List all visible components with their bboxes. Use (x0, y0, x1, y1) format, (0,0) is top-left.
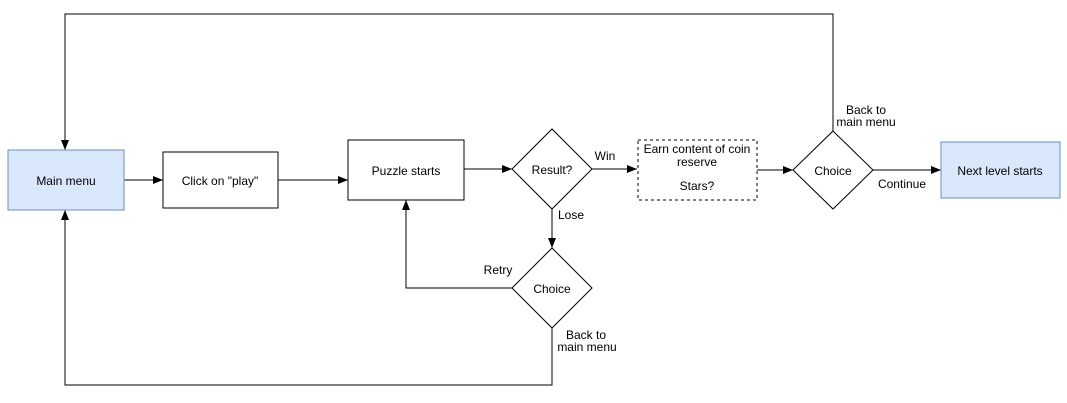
click-play-node (162, 151, 279, 209)
puzzle-starts-label: Puzzle starts (372, 164, 441, 178)
result-decision-label: Result? (532, 163, 573, 177)
choice-lose-decision-label: Choice (533, 282, 571, 296)
earn-reward-question-label: Stars? (680, 179, 715, 193)
main-menu-label: Main menu (36, 174, 95, 188)
back-to-main-top-label-line1: Back to (846, 103, 886, 117)
next-level-node (940, 141, 1061, 199)
click-play-label: Click on "play" (182, 174, 259, 188)
choice-lose-decision-node (511, 247, 593, 329)
back-to-main-bottom-label-line2: main menu (557, 340, 616, 354)
edge-back-to-main-bottom (61, 210, 553, 386)
result-decision-node (511, 128, 593, 210)
earn-reward-node (637, 139, 758, 201)
next-level-label: Next level starts (957, 164, 1042, 178)
choice-win-decision-label: Choice (814, 164, 852, 178)
main-menu-node (7, 149, 125, 211)
back-to-main-top-label-line2: main menu (836, 115, 895, 129)
lose-edge-label: Lose (558, 208, 584, 222)
edge-retry (402, 200, 512, 289)
retry-edge-label: Retry (484, 263, 513, 277)
puzzle-starts-node (347, 139, 465, 201)
back-to-main-bottom-label-line1: Back to (566, 328, 606, 342)
earn-reward-label-line1: Earn content of coin (644, 142, 751, 156)
earn-reward-label-line2: reserve (677, 155, 717, 169)
continue-edge-label: Continue (878, 177, 926, 191)
win-edge-label: Win (595, 149, 616, 163)
choice-win-decision-node (792, 130, 874, 210)
edge-back-to-main-top (61, 13, 834, 150)
